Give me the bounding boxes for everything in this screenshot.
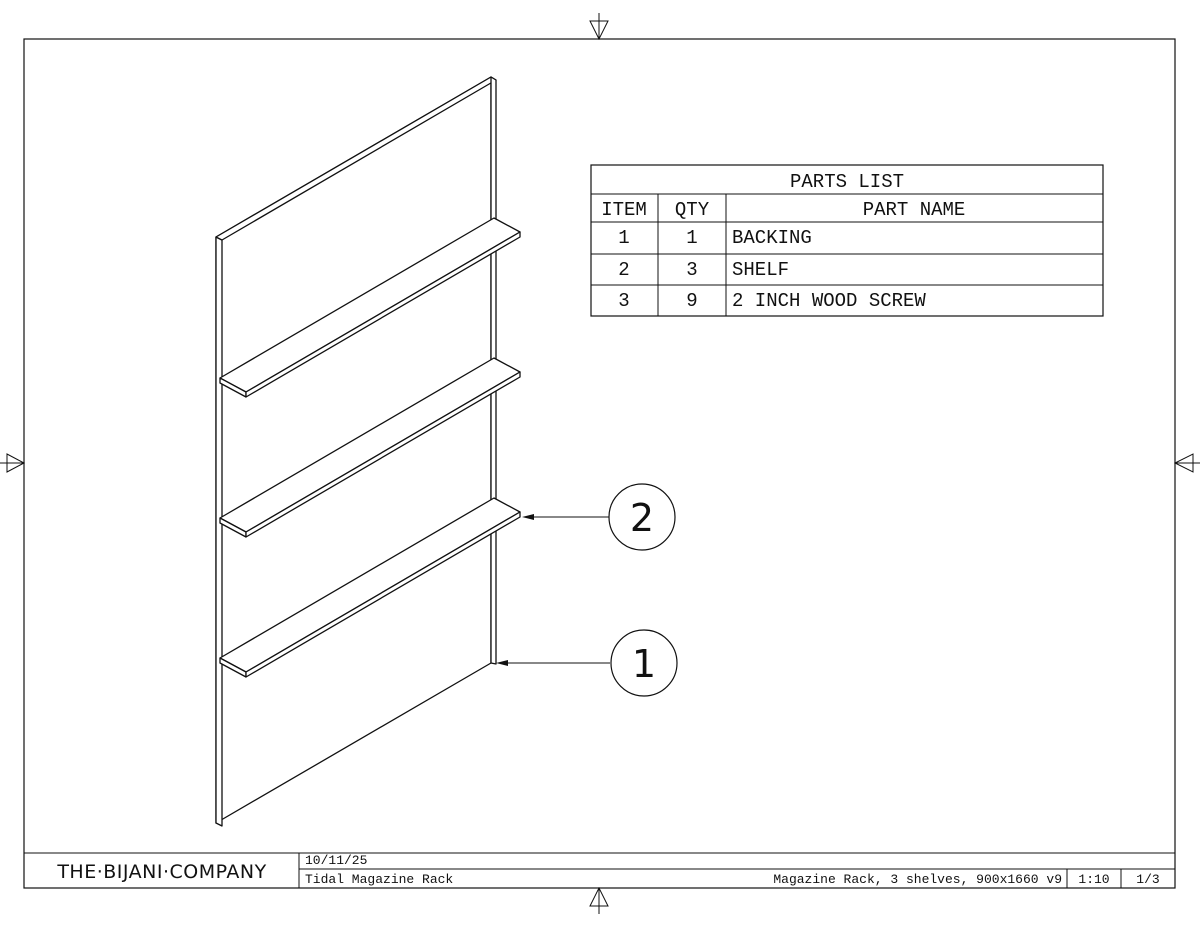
centering-mark-right xyxy=(1173,453,1200,473)
row-2-qty: 3 xyxy=(686,259,697,281)
drawing-date: 10/11/25 xyxy=(305,853,367,868)
header-qty: QTY xyxy=(675,199,710,221)
title-block: THE·BIJANI·COMPANY 10/11/25 Tidal Magazi… xyxy=(24,852,1175,888)
centering-mark-bottom xyxy=(589,886,609,914)
centering-mark-left xyxy=(0,453,26,473)
header-item: ITEM xyxy=(601,199,647,221)
row-1-item: 1 xyxy=(618,227,629,249)
drawing-scale: 1:10 xyxy=(1078,872,1109,887)
shelf-bottom xyxy=(219,497,521,678)
shelf-top xyxy=(219,217,521,398)
shelf-middle xyxy=(219,357,521,538)
row-3-item: 3 xyxy=(618,290,629,312)
company-name: THE·BIJANI·COMPANY xyxy=(56,861,266,883)
centering-mark-top xyxy=(589,13,609,41)
parts-list-title: PARTS LIST xyxy=(790,171,904,193)
drawing-description: Magazine Rack, 3 shelves, 900x1660 v9 xyxy=(773,872,1062,887)
balloon-callout-1: 1 xyxy=(496,629,678,697)
balloon-label-2: 2 xyxy=(630,496,654,540)
row-3-qty: 9 xyxy=(686,290,697,312)
row-2-name: SHELF xyxy=(732,259,789,281)
project-title: Tidal Magazine Rack xyxy=(305,872,453,887)
row-3-name: 2 INCH WOOD SCREW xyxy=(732,290,926,312)
sheet-number: 1/3 xyxy=(1136,872,1159,887)
row-2-item: 2 xyxy=(618,259,629,281)
magazine-rack-drawing xyxy=(215,76,521,827)
row-1-qty: 1 xyxy=(686,227,697,249)
row-1-name: BACKING xyxy=(732,227,812,249)
parts-list-table: PARTS LIST ITEM QTY PART NAME 1 1 BACKIN… xyxy=(590,164,1104,317)
drawing-border xyxy=(23,38,1176,889)
balloon-label-1: 1 xyxy=(632,642,656,686)
header-part-name: PART NAME xyxy=(863,199,966,221)
balloon-callout-2: 2 xyxy=(522,483,676,551)
